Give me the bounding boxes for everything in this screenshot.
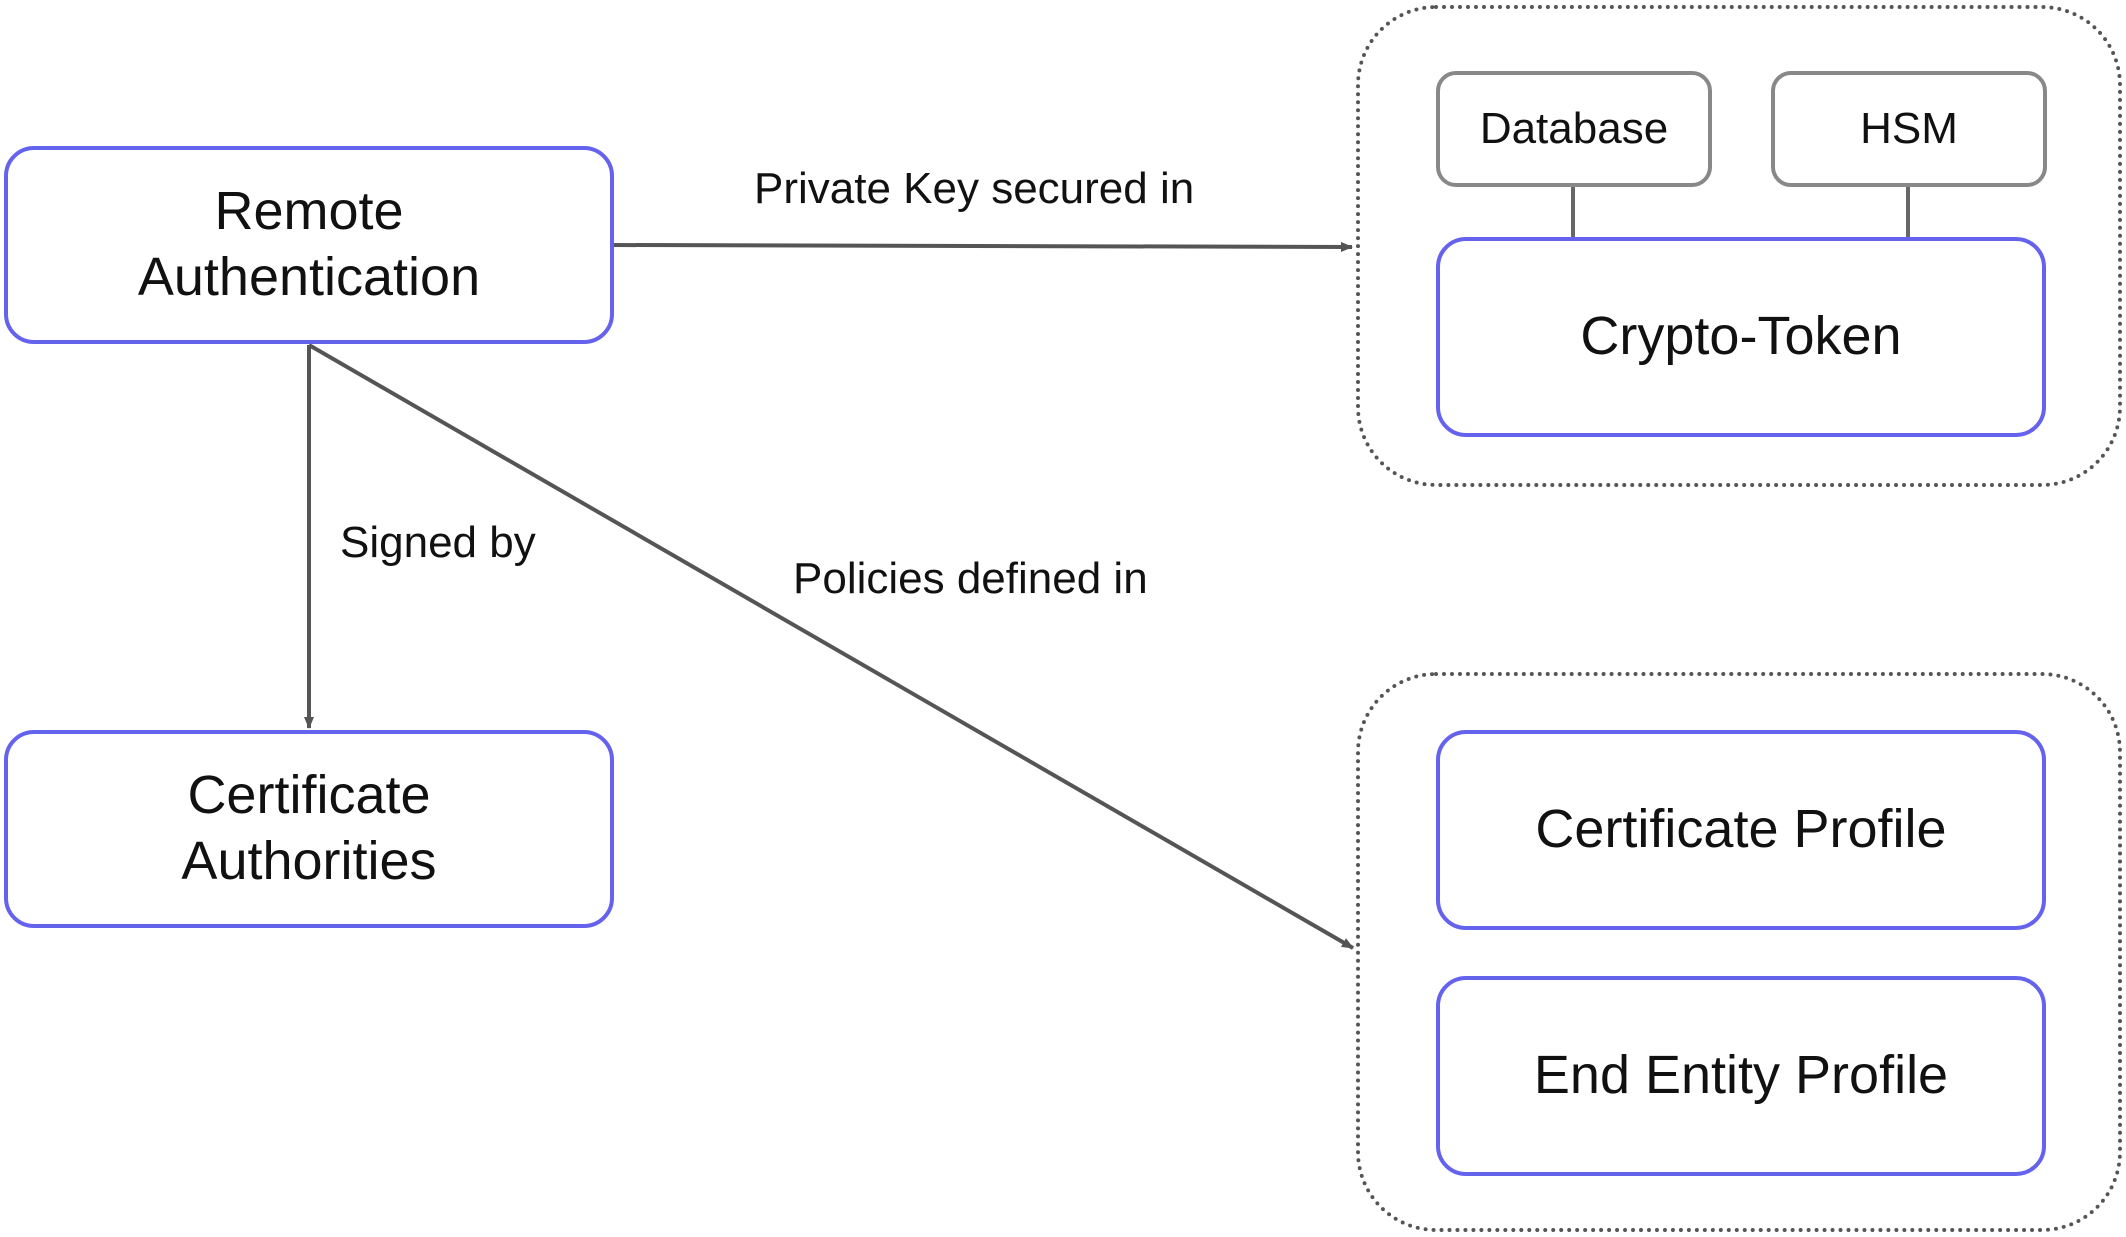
- private-key-edge-label: Private Key secured in: [754, 164, 1195, 213]
- hsm-label: HSM: [1860, 104, 1958, 153]
- signed-by-edge-label: Signed by: [340, 518, 536, 567]
- end-entity-profile-label: End Entity Profile: [1533, 1045, 1949, 1106]
- edge-private-key: [611, 241, 1353, 252]
- policies-edge-label: Policies defined in: [793, 554, 1148, 603]
- database-label: Database: [1479, 104, 1669, 153]
- certificate-authorities-node[interactable]: Certificate Authorities: [4, 730, 614, 928]
- hsm-node[interactable]: HSM: [1771, 71, 2047, 187]
- crypto-token-group: [1356, 5, 2122, 487]
- remote-authentication-label: Remote Authentication: [137, 181, 481, 307]
- database-node[interactable]: Database: [1436, 71, 1712, 187]
- profiles-group: [1356, 672, 2122, 1232]
- crypto-token-node[interactable]: Crypto-Token: [1436, 237, 2046, 437]
- certificate-profile-node[interactable]: Certificate Profile: [1436, 730, 2046, 930]
- end-entity-profile-node[interactable]: End Entity Profile: [1436, 976, 2046, 1176]
- remote-authentication-node[interactable]: Remote Authentication: [4, 146, 614, 344]
- crypto-token-label: Crypto-Token: [1580, 306, 1902, 367]
- certificate-profile-label: Certificate Profile: [1535, 799, 1947, 860]
- edge-policies: [307, 343, 1355, 950]
- certificate-authorities-label: Certificate Authorities: [181, 765, 437, 891]
